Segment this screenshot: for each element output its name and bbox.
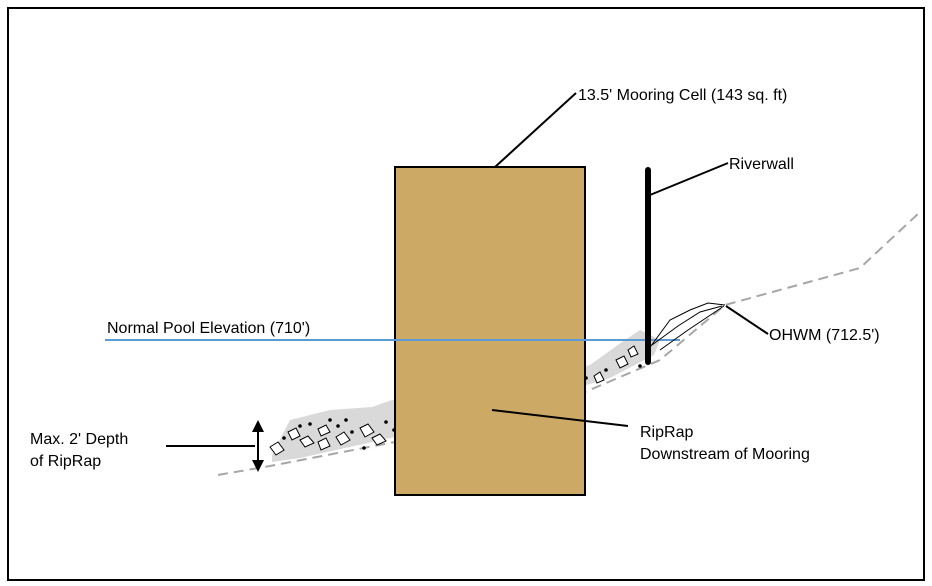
ohwm-label: OHWM (712.5')	[769, 327, 880, 344]
normal-pool-label: Normal Pool Elevation (710')	[107, 320, 310, 337]
depth-label-line1: Max. 2' Depth	[30, 431, 128, 448]
riprap-label-line2: Downstream of Mooring	[640, 446, 810, 463]
ohwm-bank-sketch	[647, 302, 726, 351]
mooring-cell	[394, 166, 586, 496]
riprap-label-line1: RipRap	[640, 424, 693, 441]
mooring-cell-label: 13.5' Mooring Cell (143 sq. ft)	[578, 87, 787, 104]
ground-profile-line	[217, 211, 921, 476]
depth-arrow	[252, 420, 264, 472]
ohwm-leader	[725, 305, 769, 335]
riprap-leader	[491, 409, 629, 427]
riverwall-label: Riverwall	[729, 156, 794, 173]
riverwall-leader	[649, 162, 729, 196]
mooring-cell-leader	[494, 92, 577, 168]
depth-label-line2: of RipRap	[30, 453, 101, 470]
